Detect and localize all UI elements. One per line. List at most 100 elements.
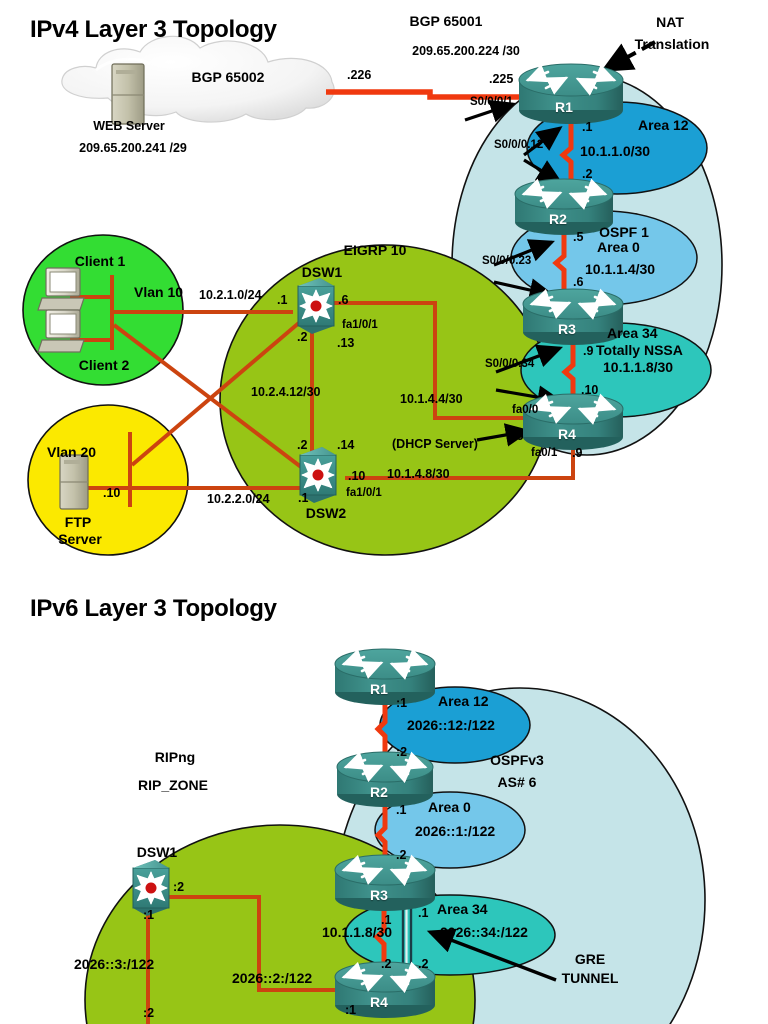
ftp-server-label-1: FTP — [64, 514, 92, 530]
v6-dsw1-right-ip: :2 — [173, 880, 185, 894]
dhcp-server-note: (DHCP Server) — [392, 437, 478, 451]
eigrp10-label: EIGRP 10 — [343, 242, 407, 258]
v6-area34-name: Area 34 — [437, 901, 488, 917]
router-r2-icon — [514, 178, 614, 235]
v6-area0-bottom-ip: .2 — [396, 848, 407, 862]
page-title-ipv4: IPv4 Layer 3 Topology — [30, 16, 277, 43]
v6-area0-top-ip: .1 — [396, 803, 407, 817]
v6-router-r1-label: R1 — [370, 681, 388, 697]
web-server-icon — [111, 63, 145, 125]
ripng-label: RIPng — [154, 749, 196, 765]
client2-icon — [37, 309, 85, 353]
dsw1-label: DSW1 — [301, 264, 343, 280]
subnet-10-1-4-4: 10.1.4.4/30 — [400, 392, 463, 406]
v6-dsw1-bottom-ip: :2 — [143, 1006, 155, 1020]
v6-area0-subnet: 2026::1:/122 — [415, 823, 496, 839]
dsw2-above-left-ip: .2 — [297, 438, 308, 452]
bgp-left-ip: .226 — [347, 68, 372, 82]
r4-fa00-interface: fa0/0 — [512, 404, 539, 416]
subnet-10-1-4-8: 10.1.4.8/30 — [387, 467, 450, 481]
eigrp10-cloud — [219, 244, 551, 556]
link-r1-r2 — [559, 118, 574, 196]
link-r2-r3 — [552, 228, 567, 305]
v6-area-0-ellipse — [374, 791, 526, 869]
dsw2-right-ip: .10 — [348, 469, 366, 483]
bgp-right-ip: .225 — [489, 72, 514, 86]
subnet-10-2-1-0: 10.2.1.0/24 — [199, 288, 262, 302]
vlan20-label: Vlan 20 — [47, 444, 97, 460]
area34-type: Totally NSSA — [596, 342, 683, 358]
v6-dsw1-below-ip: :1 — [143, 908, 155, 922]
v6-area12-subnet: 2026::12:/122 — [407, 717, 495, 733]
client2-label: Client 2 — [78, 357, 130, 373]
rip-zone-label: RIP_ZONE — [137, 777, 209, 793]
v6-area12-name: Area 12 — [438, 693, 489, 709]
v6-switch-dsw1-icon — [132, 860, 170, 916]
r4-fa01-interface: fa0/1 — [531, 447, 558, 459]
area34-bottom-ip: .10 — [581, 383, 599, 397]
v6-dsw1-label: DSW1 — [136, 844, 178, 860]
dsw1-interface: fa1/0/1 — [342, 319, 378, 331]
link-r4-dsw1 — [333, 301, 547, 420]
router-r4-label: R4 — [558, 426, 576, 442]
gre-pointer — [426, 928, 557, 982]
area0-name: Area 0 — [597, 239, 640, 255]
r4-fa00-ip: .5 — [513, 429, 524, 443]
area12-name: Area 12 — [638, 117, 689, 133]
ospfv3-label-line2: AS# 6 — [497, 774, 537, 790]
ftp-server-label-2: Server — [58, 531, 102, 547]
ospfv3-label-line1: OSPFv3 — [490, 752, 544, 768]
subnet-10-2-2-0: 10.2.2.0/24 — [207, 492, 270, 506]
v6-link-r1-r2 — [374, 700, 388, 762]
router-r2-label: R2 — [549, 211, 567, 227]
link-vlan20-dsw1 — [130, 320, 302, 467]
area0-bottom-ip: .6 — [573, 275, 584, 289]
v6-area12-top-ip: :1 — [396, 696, 408, 710]
link-r4-dsw2 — [345, 440, 575, 480]
s0-12-arrow-down — [523, 158, 563, 184]
gre-label-line2: TUNNEL — [561, 970, 619, 986]
link-r3-r4 — [561, 338, 576, 410]
v6-router-r3-label: R3 — [370, 887, 388, 903]
link-bgp-r1 — [326, 89, 523, 100]
v6-area34-subnet: 2026::34:/122 — [440, 924, 528, 940]
v6-router-r3-icon — [334, 854, 436, 911]
router-r4-icon — [522, 393, 624, 450]
switch-dsw1-icon — [297, 278, 335, 334]
area0-interface: S0/0/0.23 — [482, 255, 532, 267]
gre-label-line1: GRE — [574, 951, 606, 967]
v6-router-r4-label: R4 — [370, 994, 388, 1010]
router-r1-icon — [518, 63, 624, 124]
s0-23-arrow-up — [493, 239, 555, 267]
client1-icon — [37, 267, 85, 311]
v6-r4-left-ip: :1 — [345, 1003, 357, 1017]
v6-router-r4-icon — [334, 961, 436, 1018]
router-r3-icon — [522, 288, 624, 345]
v6-link-r2-r3 — [374, 805, 388, 866]
dhcp-pointer — [476, 423, 532, 447]
v6-subnet-2026-3: 2026::3:/122 — [74, 956, 155, 972]
dsw1-right-ip: .6 — [338, 293, 349, 307]
vlan20-cloud — [27, 404, 189, 556]
area0-top-ip: .5 — [573, 230, 584, 244]
s0-1-arrow — [464, 99, 517, 123]
bgp65002-label: BGP 65002 — [191, 69, 265, 85]
v6-area12-bottom-ip: :2 — [396, 745, 408, 759]
area0-subnet: 10.1.1.4/30 — [585, 261, 656, 277]
area12-bottom-ip: .2 — [582, 167, 593, 181]
ftp-server-ip: .10 — [103, 486, 121, 500]
v6-area34-bottom-right-ip: .2 — [418, 957, 429, 971]
s0-12-arrow-up — [523, 126, 563, 157]
nat-label-line1: NAT — [656, 14, 684, 30]
v6-link-r3-r4 — [373, 910, 387, 968]
router-r1-label: R1 — [555, 99, 573, 115]
v6-area34-top-right-ip: .1 — [418, 906, 429, 920]
r1-serial-interface: S0/0/0/1 — [470, 96, 513, 108]
web-server-address: 209.65.200.241 /29 — [79, 141, 187, 155]
area34-top-ip: .9 — [583, 344, 594, 358]
v6-area0-name: Area 0 — [428, 799, 471, 815]
area12-interface: S0/0/0.12 — [494, 139, 544, 151]
r4-fa01-ip: .9 — [572, 446, 583, 460]
